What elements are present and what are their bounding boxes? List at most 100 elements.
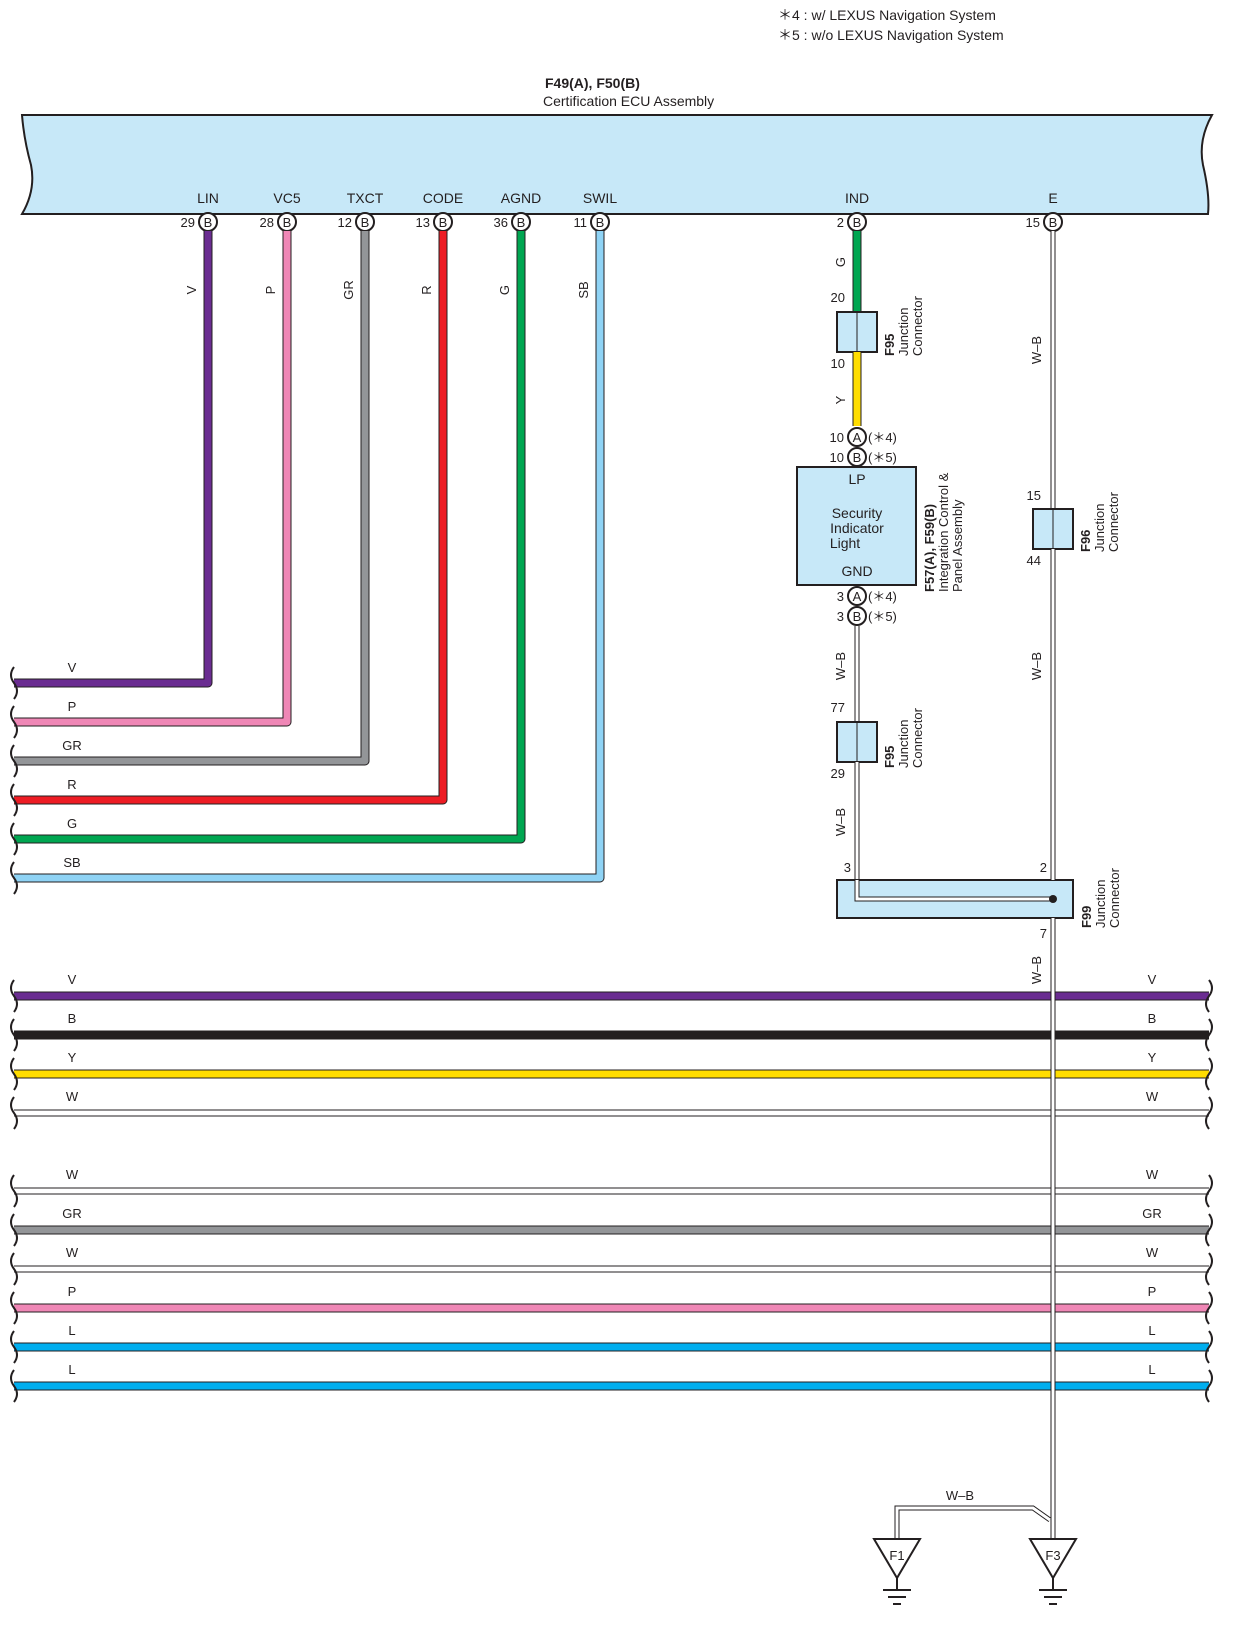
panel-name2: Panel Assembly (950, 499, 965, 592)
wire-break-mark-bl-3 (10, 1096, 18, 1130)
ind-gnd-wire-label-2: W–B (833, 808, 848, 836)
bus-wire-label-left-0: V (68, 972, 77, 987)
wire-break-mark-left-2 (10, 744, 18, 778)
left-wire-label-3: R (67, 777, 76, 792)
e-wire-label-3: W–B (1029, 956, 1044, 984)
lp-pin-note-0: (＊4) (868, 430, 897, 445)
ground-f3-triangle (1028, 1538, 1078, 1580)
ind-wire-label-y: Y (833, 395, 848, 404)
ecu-pin-connector-0-letter: B (204, 215, 213, 230)
bus-wire-label-right-3: W (1146, 1089, 1159, 1104)
f95-top-label2: Connector (910, 295, 925, 356)
bus-wire-label-left-6: W (66, 1245, 79, 1260)
bus-wire-label-left-4: W (66, 1167, 79, 1182)
left-wire-label-vertical-1: P (263, 286, 278, 295)
wire-break-mark-br-1 (1205, 1018, 1213, 1052)
left-wire-3 (14, 231, 447, 804)
ecu-pin-number-6: 2 (837, 215, 844, 230)
wire-break-mark-bl-6 (10, 1252, 18, 1286)
panel-box (796, 466, 917, 586)
gnd-pin-connector-1 (847, 606, 867, 626)
bus-wire-label-left-1: B (68, 1011, 77, 1026)
left-wire-label-vertical-2: GR (341, 280, 356, 300)
wire-break-mark-bl-7 (10, 1291, 18, 1325)
f96-label1: Junction (1092, 504, 1107, 552)
f95-bottom-code: F95 (882, 746, 897, 768)
ecu-pin-number-7: 15 (1026, 215, 1040, 230)
wire-break-mark-bl-0 (10, 979, 18, 1013)
ecu-pin-number-4: 36 (494, 215, 508, 230)
e-wire-label-2: W–B (1029, 652, 1044, 680)
wire-break-mark-br-7 (1205, 1291, 1213, 1325)
bus-wire-label-left-3: W (66, 1089, 79, 1104)
ecu-pin-connector-2-letter: B (361, 215, 370, 230)
left-wire-0 (14, 231, 212, 687)
wire-break-mark-br-4 (1205, 1174, 1213, 1208)
gnd-pin-number-0: 3 (837, 589, 844, 604)
bus-wire-label-right-1: B (1148, 1011, 1157, 1026)
panel-code: F57(A), F59(B) (922, 504, 937, 592)
bus-wire-label-left-8: L (68, 1323, 75, 1338)
f95-bottom-label2: Connector (910, 707, 925, 768)
e-wire-label-1: W–B (1029, 336, 1044, 364)
wire-break-mark-bl-1 (10, 1018, 18, 1052)
f99-pin-out: 7 (1040, 926, 1047, 941)
bus-wire-label-right-5: GR (1142, 1206, 1162, 1221)
left-wire-label-1: P (68, 699, 77, 714)
lp-pin-number-0: 10 (830, 430, 844, 445)
gnd-pin-connector-0 (847, 586, 867, 606)
left-wire-4 (14, 231, 525, 843)
bus-wire-label-right-0: V (1148, 972, 1157, 987)
ecu-pin-number-3: 13 (416, 215, 430, 230)
ecu-pin-connector-1-letter: B (283, 215, 292, 230)
ground-f1-label: F1 (889, 1548, 904, 1563)
f99-label2: Connector (1107, 867, 1122, 928)
f99-pin-right: 2 (1040, 860, 1047, 875)
ecu-pin-number-1: 28 (260, 215, 274, 230)
ecu-pin-connector-5-letter: B (596, 215, 605, 230)
lp-pin-connector-0-letter: A (853, 430, 862, 445)
ecu-pin-name-5: SWIL (583, 190, 617, 206)
f95-top-code: F95 (882, 334, 897, 356)
panel-line2: Indicator (830, 520, 884, 536)
ecu-pin-name-0: LIN (197, 190, 219, 206)
ecu-body (20, 114, 1214, 215)
f99-label1: Junction (1093, 880, 1108, 928)
wire-break-mark-bl-9 (10, 1369, 18, 1403)
ecu-pin-connector-4-letter: B (517, 215, 526, 230)
ecu-pin-number-2: 12 (338, 215, 352, 230)
left-wire-label-4: G (67, 816, 77, 831)
f96-code: F96 (1078, 530, 1093, 552)
panel-line3: Light (830, 535, 860, 551)
note-4: ＊4 : w/ LEXUS Navigation System (778, 7, 996, 23)
ecu-pin-name-1: VC5 (273, 190, 300, 206)
left-wire-label-0: V (68, 660, 77, 675)
left-wire-label-vertical-4: G (497, 285, 512, 295)
left-wire-3-outline (14, 231, 448, 805)
wire-break-mark-br-8 (1205, 1330, 1213, 1364)
f99-code: F99 (1079, 906, 1094, 928)
lp-pin-connector-0 (847, 427, 867, 447)
panel-lp: LP (848, 471, 865, 487)
ecu-pin-name-2: TXCT (347, 190, 384, 206)
ecu-pin-number-5: 11 (574, 215, 588, 230)
panel-gnd: GND (841, 563, 872, 579)
wire-break-mark-left-5 (10, 861, 18, 895)
ind-gnd-wire-2 (855, 762, 1053, 901)
bus-wire-label-right-7: P (1148, 1284, 1157, 1299)
left-wire-label-vertical-0: V (184, 285, 199, 294)
lp-pin-note-1: (＊5) (868, 450, 897, 465)
gnd-pin-note-0: (＊4) (868, 589, 897, 604)
ecu-pin-name-3: CODE (423, 190, 463, 206)
left-wire-5 (14, 231, 604, 882)
ecu-pin-number-0: 29 (181, 215, 195, 230)
panel-name1: Integration Control & (936, 472, 951, 592)
wire-break-mark-left-3 (10, 783, 18, 817)
gnd-pin-connector-0-letter: A (853, 589, 862, 604)
